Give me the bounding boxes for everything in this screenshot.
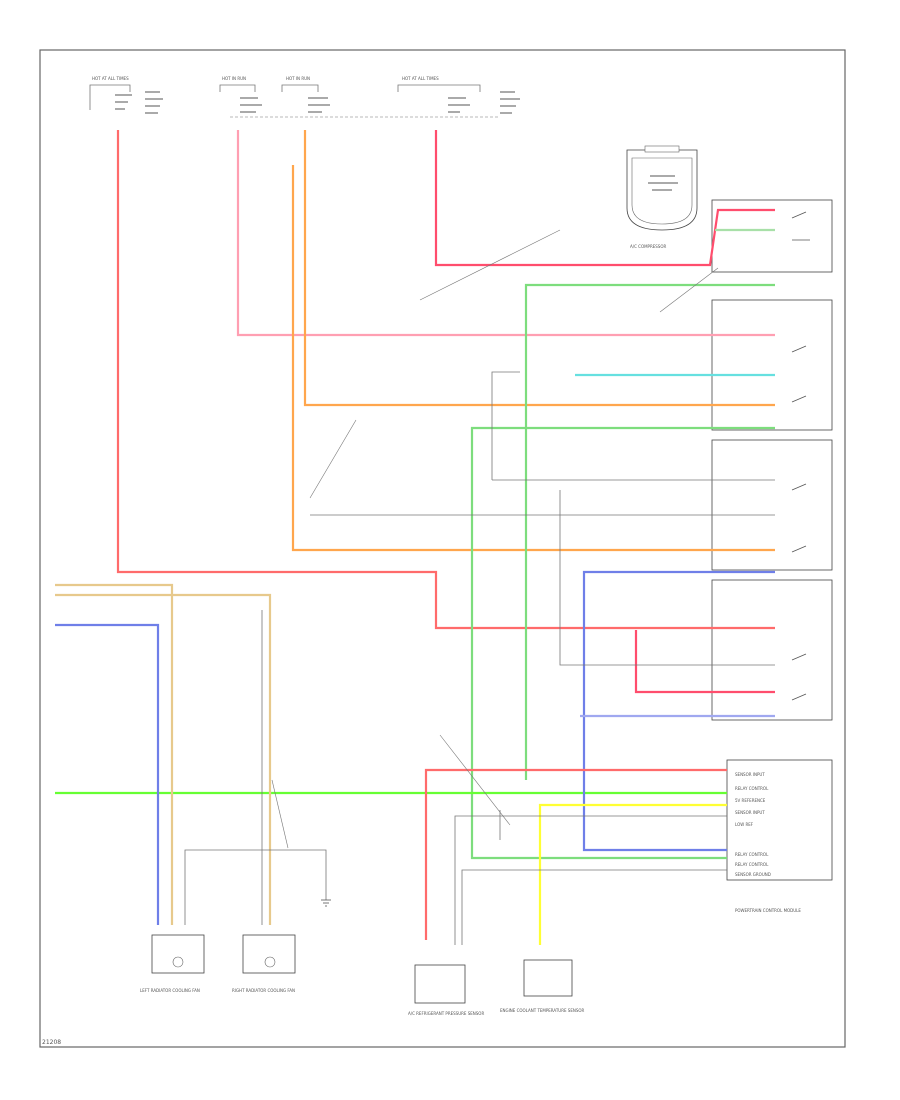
pcm-pin-2: RELAY CONTROL (735, 786, 769, 791)
wire-tan-2 (55, 593, 272, 925)
ect-sensor-label: ENGINE COOLANT TEMPERATURE SENSOR (500, 1008, 585, 1013)
cooling-fan-relay-3 (711, 579, 833, 721)
wire-orange-2 (291, 165, 775, 552)
diagram-id: 21208 (42, 1039, 61, 1046)
wire-red-main (116, 130, 775, 630)
pcm-pin-4: SENSOR INPUT (735, 810, 765, 815)
pcm-pin-8: SENSOR GROUND (735, 872, 771, 877)
wire-red-relay3 (634, 630, 775, 694)
fuse-label-3: HOT IN RUN (286, 76, 310, 81)
fuse-label-1: HOT AT ALL TIMES (92, 76, 129, 81)
right-cooling-fan: RIGHT RADIATOR COOLING FAN (232, 934, 296, 993)
wire-red-compressor (434, 130, 775, 267)
fuse-label-2: HOT IN RUN (222, 76, 246, 81)
wire-blue-left (55, 623, 160, 925)
pcm-pin-1: SENSOR INPUT (735, 772, 765, 777)
ect-sensor: ENGINE COOLANT TEMPERATURE SENSOR (500, 959, 585, 1013)
fuse-label-4: HOT AT ALL TIMES (402, 76, 439, 81)
wire-red-pressure (424, 768, 727, 940)
pcm-pin-6: RELAY CONTROL (735, 852, 769, 857)
fuse-header: HOT AT ALL TIMES HOT IN RUN HOT IN RUN H… (89, 76, 520, 118)
left-fan-label: LEFT RADIATOR COOLING FAN (140, 988, 200, 993)
wire-yellow (538, 803, 727, 945)
ac-compressor: A/C COMPRESSOR (626, 145, 698, 249)
ac-relay-box (711, 199, 833, 273)
ground-symbols (321, 899, 331, 907)
wire-blue-right (582, 570, 775, 852)
wires (55, 130, 775, 945)
pcm-label: POWERTRAIN CONTROL MODULE (735, 908, 801, 913)
wire-tan-1 (55, 583, 174, 925)
right-fan-label: RIGHT RADIATOR COOLING FAN (232, 988, 295, 993)
pcm-pin-5: LOW REF (735, 822, 754, 827)
ac-pressure-label: A/C REFRIGERANT PRESSURE SENSOR (408, 1011, 484, 1016)
cooling-fan-relay-1 (711, 299, 833, 431)
ac-pressure-sensor: A/C REFRIGERANT PRESSURE SENSOR (408, 964, 484, 1016)
diagram-frame (39, 49, 846, 1048)
relay-blocks (711, 199, 833, 721)
pcm-pin-7: RELAY CONTROL (735, 862, 769, 867)
pcm-pin-3: 5V REFERENCE (735, 798, 766, 803)
left-cooling-fan: LEFT RADIATOR COOLING FAN (140, 934, 205, 993)
compressor-label: A/C COMPRESSOR (630, 244, 666, 249)
wire-orange-1 (303, 130, 775, 407)
pcm-module: SENSOR INPUT RELAY CONTROL 5V REFERENCE … (726, 759, 833, 913)
wire-green-1 (524, 283, 775, 780)
wire-pink (236, 130, 775, 337)
cooling-fan-relay-2 (711, 439, 833, 571)
leader-lines (271, 229, 719, 849)
wire-green-2 (470, 426, 775, 860)
